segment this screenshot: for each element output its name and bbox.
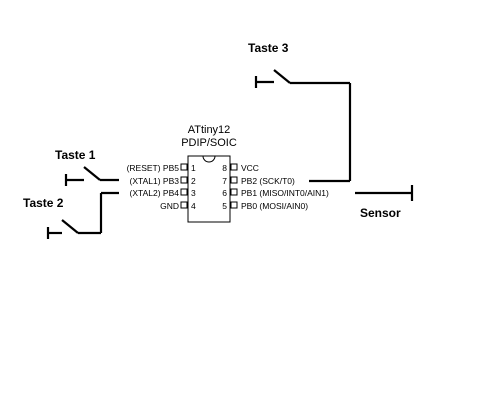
- left-pin-1: (RESET) PB5 1: [127, 163, 196, 173]
- pin-pad: [230, 201, 238, 209]
- sensor-wire: [355, 185, 414, 201]
- pin-label: (XTAL2) PB4: [130, 188, 180, 198]
- chip-body: [187, 155, 231, 223]
- chip-name: ATtiny12: [188, 124, 231, 136]
- taste3-switch: [254, 69, 352, 183]
- pin-number: 6: [222, 188, 227, 198]
- pin-number: 4: [191, 201, 196, 211]
- left-pin-4: GND 4: [160, 201, 196, 211]
- taste1-switch: [64, 166, 119, 186]
- left-pin-2: (XTAL1) PB3 2: [130, 176, 196, 186]
- chip-package: PDIP/SOIC: [181, 137, 237, 149]
- taste2-label: Taste 2: [23, 196, 64, 210]
- pin-label: PB2 (SCK/T0): [241, 176, 295, 186]
- pin-pad: [180, 188, 188, 196]
- chip-notch: [202, 155, 216, 163]
- left-pin-3: (XTAL2) PB4 3: [130, 188, 196, 198]
- pin-number: 8: [222, 163, 227, 173]
- pin-label: PB0 (MOSI/AIN0): [241, 201, 308, 211]
- pin-pad: [180, 176, 188, 184]
- taste1-label: Taste 1: [55, 148, 96, 162]
- pin-pad: [180, 163, 188, 171]
- pin-pad: [230, 188, 238, 196]
- pin-label: PB1 (MISO/INT0/AIN1): [241, 188, 329, 198]
- right-pin-7: 7 PB2 (SCK/T0): [222, 176, 295, 186]
- sensor-label: Sensor: [360, 206, 401, 220]
- right-pin-8: 8 VCC: [222, 163, 259, 173]
- pin-number: 7: [222, 176, 227, 186]
- pin-number: 5: [222, 201, 227, 211]
- taste3-label: Taste 3: [248, 41, 289, 55]
- right-pin-6: 6 PB1 (MISO/INT0/AIN1): [222, 188, 329, 198]
- right-pin-5: 5 PB0 (MOSI/AIN0): [222, 201, 308, 211]
- pin-number: 2: [191, 176, 196, 186]
- pin-pad: [230, 163, 238, 171]
- pin-label: GND: [160, 201, 179, 211]
- pin-label: VCC: [241, 163, 259, 173]
- pin-number: 1: [191, 163, 196, 173]
- pin-number: 3: [191, 188, 196, 198]
- pin-label: (XTAL1) PB3: [130, 176, 180, 186]
- pin-pad: [180, 201, 188, 209]
- pin-label: (RESET) PB5: [127, 163, 180, 173]
- taste2-switch: [46, 191, 119, 239]
- pin-pad: [230, 176, 238, 184]
